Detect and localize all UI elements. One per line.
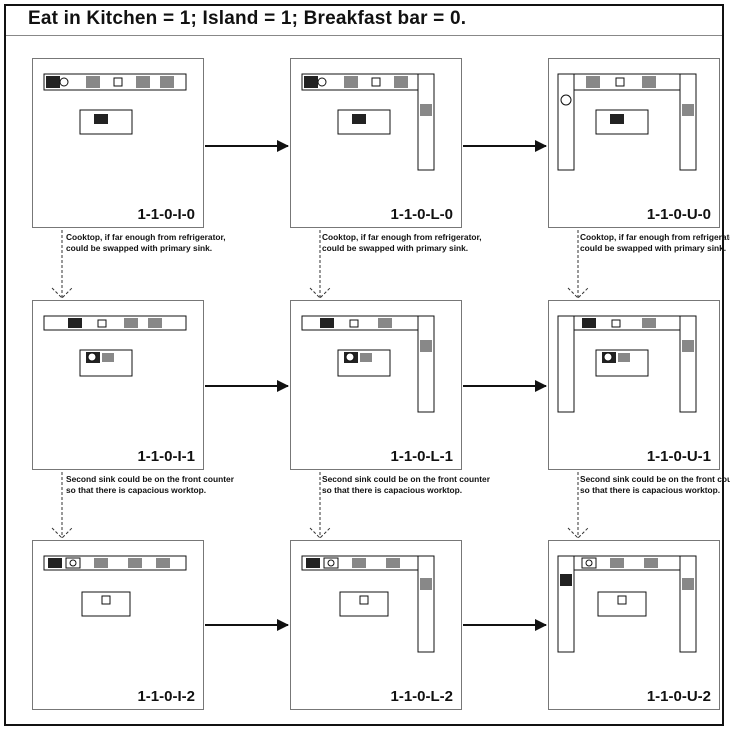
note-second-sink: Second sink could be on the front counte… [322, 474, 490, 495]
floor-plan-L-2 [301, 555, 435, 653]
note-swap-cooktop: Cooktop, if far enough from refrigerator… [580, 232, 730, 253]
floor-plan-I-2 [43, 555, 187, 617]
panel-label: 1-1-0-L-0 [390, 206, 453, 223]
note-second-sink: Second sink could be on the front counte… [66, 474, 234, 495]
panel-label: 1-1-0-U-0 [646, 206, 711, 223]
floor-plan-L-1 [301, 315, 435, 413]
dashed-arrows [51, 230, 589, 539]
panel-label: 1-1-0-L-2 [390, 688, 453, 705]
note-swap-cooktop: Cooktop, if far enough from refrigerator… [66, 232, 226, 253]
panel-label: 1-1-0-L-1 [390, 448, 453, 465]
panel-label: 1-1-0-I-1 [137, 448, 195, 465]
title-divider [6, 35, 722, 36]
panel-label: 1-1-0-I-2 [137, 688, 195, 705]
figure-title: Eat in Kitchen = 1; Island = 1; Breakfas… [28, 8, 467, 29]
floor-plan-U-2 [557, 555, 697, 653]
floor-plan-I-1 [43, 315, 187, 377]
panel-label: 1-1-0-U-2 [646, 688, 711, 705]
panel-label: 1-1-0-I-0 [137, 206, 195, 223]
horizontal-arrows [205, 140, 547, 631]
floor-plan-U-1 [557, 315, 697, 413]
note-swap-cooktop: Cooktop, if far enough from refrigerator… [322, 232, 482, 253]
floor-plan-U-0 [557, 73, 697, 171]
note-second-sink: Second sink could be on the front counte… [580, 474, 730, 495]
floor-plan-I-0 [43, 73, 187, 135]
floor-plan-L-0 [301, 73, 435, 171]
figure-frame [4, 4, 724, 726]
panel-label: 1-1-0-U-1 [646, 448, 711, 465]
